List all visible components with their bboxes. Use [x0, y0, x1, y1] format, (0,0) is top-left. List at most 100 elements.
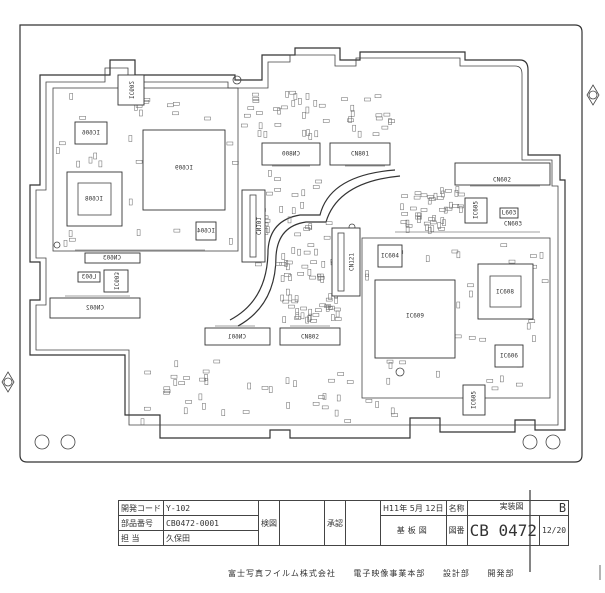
smd-pad — [261, 386, 269, 390]
smd-pad — [284, 260, 288, 267]
smd-pad — [528, 319, 536, 323]
smd-pad — [440, 187, 444, 194]
smd-pad — [282, 316, 286, 323]
smd-pad — [305, 106, 310, 114]
smd-pad — [308, 223, 313, 230]
smd-pad — [221, 409, 226, 416]
smd-pad — [185, 400, 192, 404]
smd-pad — [410, 206, 417, 211]
drawing-no-label: 図番 — [445, 515, 468, 546]
smd-pad — [456, 251, 461, 259]
smd-pad — [467, 283, 474, 288]
smd-pad — [76, 160, 80, 168]
smd-pad — [425, 255, 430, 262]
smd-pad — [172, 111, 179, 116]
smd-pad — [204, 378, 209, 385]
smd-pad — [318, 103, 326, 108]
smd-pad — [294, 295, 299, 302]
left-board-area — [52, 87, 239, 252]
dept-design: 設計部 — [442, 569, 470, 578]
dept-development: 開発部 — [487, 569, 515, 578]
smd-pad — [417, 216, 421, 223]
registration-mark-icon — [1, 371, 15, 393]
smd-pad — [139, 109, 143, 117]
smd-pad — [282, 299, 290, 304]
smd-pad — [274, 177, 281, 181]
right-board-area — [361, 237, 551, 399]
smd-pad — [303, 227, 311, 231]
smd-pad — [295, 308, 299, 315]
smd-pad — [286, 402, 290, 409]
smd-pad — [441, 190, 445, 198]
smd-pad — [364, 97, 371, 102]
cn121: CN121 — [331, 227, 361, 297]
part-no-label: 部品番号 — [118, 515, 164, 531]
smd-pad — [312, 313, 320, 317]
smd-pad — [277, 107, 281, 115]
smd-pad — [275, 262, 282, 266]
smd-pad — [163, 386, 171, 391]
smd-pad — [281, 253, 286, 260]
smd-pad — [242, 410, 250, 414]
smd-pad — [428, 217, 435, 221]
smd-pad — [136, 229, 141, 236]
smd-pad — [439, 208, 446, 212]
smd-pad — [405, 219, 410, 227]
cn602-right: CN602 — [454, 162, 551, 186]
cn603-right: CN603 — [504, 221, 522, 228]
smd-pad — [321, 405, 329, 410]
smd-pad — [405, 226, 410, 233]
smd-pad — [232, 161, 239, 165]
smd-pad — [344, 419, 351, 423]
smd-pad — [372, 132, 380, 136]
smd-pad — [399, 360, 406, 365]
smd-pad — [286, 263, 290, 271]
smd-pad — [288, 274, 292, 281]
smd-pad — [436, 370, 440, 378]
smd-pad — [140, 418, 145, 425]
ic604-right: IC604 — [377, 244, 403, 268]
smd-pad — [295, 312, 300, 320]
smd-pad — [305, 316, 309, 324]
smd-pad — [427, 197, 432, 205]
smd-pad — [530, 254, 537, 258]
smd-pad — [388, 119, 395, 123]
svg-text:CN800: CN800 — [282, 151, 300, 158]
smd-pad — [279, 206, 283, 213]
smd-pad — [425, 224, 429, 231]
svg-text:CN603: CN603 — [504, 221, 522, 228]
svg-text:IC605: IC605 — [473, 201, 480, 219]
smd-pad — [257, 130, 262, 137]
smd-pad — [183, 376, 190, 380]
routing-slot — [237, 175, 401, 327]
ic605-bottom: IC605 — [462, 384, 486, 416]
mounting-holes — [34, 75, 561, 450]
smd-pad — [383, 112, 391, 117]
smd-pad — [247, 382, 251, 390]
smd-pad — [468, 336, 476, 340]
smd-pad — [252, 97, 260, 101]
smd-pad — [69, 93, 73, 100]
check-label: 検図 — [258, 500, 280, 546]
smd-pad — [204, 116, 211, 121]
smd-pad — [98, 160, 103, 168]
smd-pad — [326, 306, 333, 310]
smd-pad — [318, 395, 325, 399]
smd-pad — [144, 406, 151, 411]
smd-pad — [429, 197, 436, 201]
smd-pad — [365, 399, 373, 403]
smd-pad — [458, 192, 465, 197]
cn800: CN800 — [261, 142, 321, 166]
smd-pad — [79, 116, 86, 120]
dev-code: Y-102 — [163, 500, 259, 516]
smd-pad — [297, 248, 301, 256]
smd-pad — [300, 306, 307, 311]
sheet-number: 12/20 — [538, 515, 570, 546]
smd-pad — [365, 273, 369, 281]
cn801: CN801 — [329, 142, 391, 166]
ic608-left: IC608 — [66, 171, 123, 227]
smd-pad — [336, 394, 341, 402]
smd-pad — [315, 308, 322, 312]
smd-pad — [455, 186, 460, 193]
